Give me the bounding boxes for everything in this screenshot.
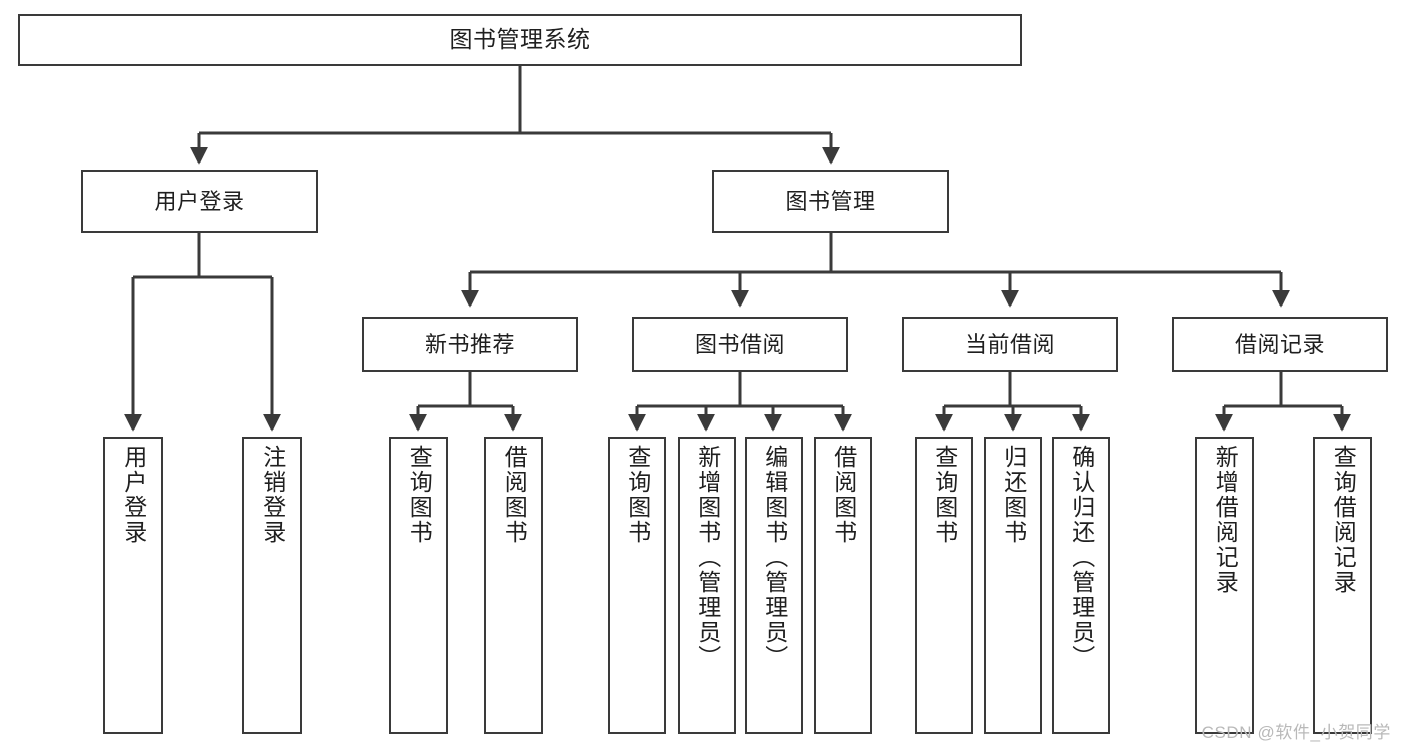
node-root[interactable]: 图书管理系统 <box>18 14 1022 66</box>
node-leaf-add-book-admin[interactable]: 新增图书（管理员） <box>678 437 736 734</box>
node-leaf-return-book[interactable]: 归还图书 <box>984 437 1042 734</box>
node-leaf-logout-label: 注销登录 <box>259 445 286 545</box>
node-leaf-add-borrow-record[interactable]: 新增借阅记录 <box>1195 437 1254 734</box>
node-leaf-query-borrow-record-label: 查询借阅记录 <box>1330 445 1357 595</box>
node-book-borrow-label: 图书借阅 <box>694 331 785 357</box>
node-leaf-borrow-book-a[interactable]: 借阅图书 <box>484 437 543 734</box>
node-leaf-return-book-label: 归还图书 <box>1000 445 1027 545</box>
node-borrow-record[interactable]: 借阅记录 <box>1172 317 1388 372</box>
node-leaf-query-book-a[interactable]: 查询图书 <box>389 437 448 734</box>
node-leaf-query-book-b[interactable]: 查询图书 <box>608 437 666 734</box>
node-leaf-query-book-c-label: 查询图书 <box>931 445 958 545</box>
node-user-login[interactable]: 用户登录 <box>81 170 318 233</box>
node-leaf-query-book-b-label: 查询图书 <box>624 445 651 545</box>
node-leaf-confirm-return-admin[interactable]: 确认归还（管理员） <box>1052 437 1110 734</box>
node-leaf-add-borrow-record-label: 新增借阅记录 <box>1212 445 1239 595</box>
node-leaf-borrow-book-b[interactable]: 借阅图书 <box>814 437 872 734</box>
node-leaf-edit-book-admin-label: 编辑图书（管理员） <box>761 445 788 670</box>
node-leaf-query-book-c[interactable]: 查询图书 <box>915 437 973 734</box>
node-leaf-query-borrow-record[interactable]: 查询借阅记录 <box>1313 437 1372 734</box>
node-root-label: 图书管理系统 <box>449 26 591 53</box>
node-leaf-user-login[interactable]: 用户登录 <box>103 437 163 734</box>
node-current-borrow[interactable]: 当前借阅 <box>902 317 1118 372</box>
node-new-book-recommend-label: 新书推荐 <box>424 331 515 357</box>
node-leaf-borrow-book-a-label: 借阅图书 <box>501 445 528 545</box>
node-leaf-add-book-admin-label: 新增图书（管理员） <box>694 445 721 670</box>
node-borrow-record-label: 借阅记录 <box>1234 331 1325 357</box>
node-book-manage-label: 图书管理 <box>785 188 876 214</box>
node-leaf-confirm-return-admin-label: 确认归还（管理员） <box>1068 445 1095 670</box>
node-new-book-recommend[interactable]: 新书推荐 <box>362 317 578 372</box>
node-book-manage[interactable]: 图书管理 <box>712 170 949 233</box>
node-leaf-user-login-label: 用户登录 <box>120 445 147 545</box>
node-user-login-label: 用户登录 <box>154 188 245 214</box>
node-leaf-logout[interactable]: 注销登录 <box>242 437 302 734</box>
node-current-borrow-label: 当前借阅 <box>964 331 1055 357</box>
node-leaf-edit-book-admin[interactable]: 编辑图书（管理员） <box>745 437 803 734</box>
node-leaf-query-book-a-label: 查询图书 <box>406 445 433 545</box>
node-leaf-borrow-book-b-label: 借阅图书 <box>830 445 857 545</box>
node-book-borrow[interactable]: 图书借阅 <box>632 317 848 372</box>
